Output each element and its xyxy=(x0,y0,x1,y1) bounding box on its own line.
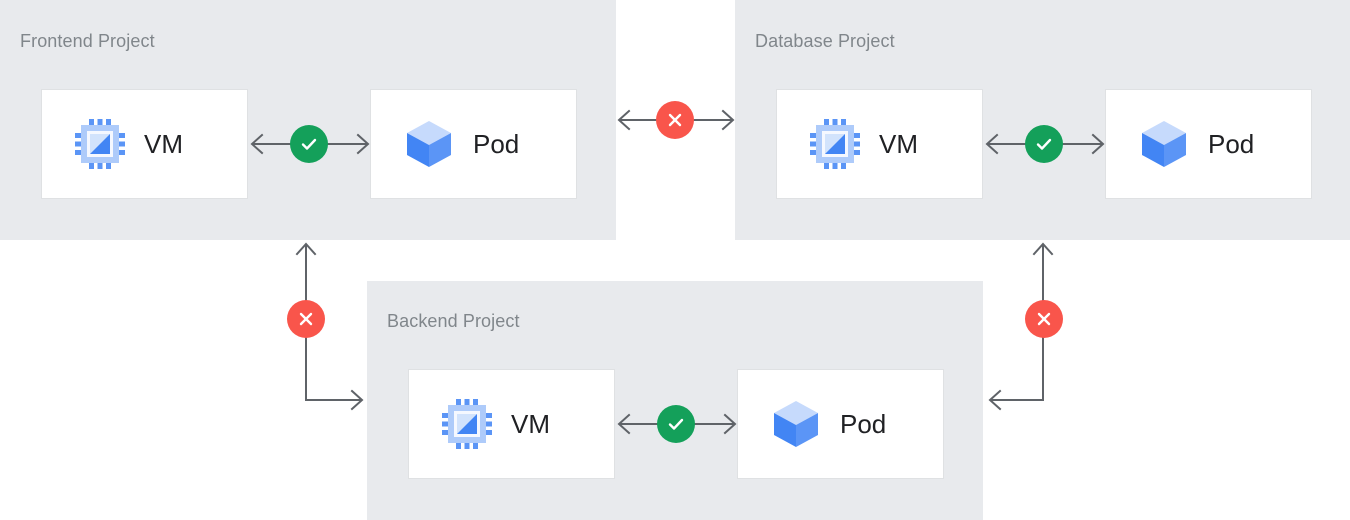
card-label-backend-vm: VM xyxy=(511,409,550,439)
card-backend-pod[interactable]: Pod xyxy=(737,369,944,479)
panel-title-database: Database Project xyxy=(755,31,895,51)
status-badge-database-internal[interactable] xyxy=(1025,125,1063,163)
vm-chip-icon xyxy=(809,118,861,170)
pod-cube-icon xyxy=(1138,118,1190,170)
check-icon xyxy=(665,413,687,435)
vm-chip-icon xyxy=(441,398,493,450)
card-label-database-pod: Pod xyxy=(1208,129,1255,159)
cross-icon xyxy=(1034,309,1054,329)
card-database-vm[interactable]: VM xyxy=(776,89,983,199)
cross-icon xyxy=(296,309,316,329)
connector-frontend-backend xyxy=(295,242,364,411)
status-badge-frontend-database[interactable] xyxy=(656,101,694,139)
cross-icon xyxy=(665,110,685,130)
card-label-backend-pod: Pod xyxy=(840,409,887,439)
card-label-frontend-pod: Pod xyxy=(473,129,520,159)
card-frontend-pod[interactable]: Pod xyxy=(370,89,577,199)
check-icon xyxy=(298,133,320,155)
status-badge-backend-internal[interactable] xyxy=(657,405,695,443)
check-icon xyxy=(1033,133,1055,155)
panel-title-backend: Backend Project xyxy=(387,311,520,331)
card-database-pod[interactable]: Pod xyxy=(1105,89,1312,199)
status-badge-database-backend[interactable] xyxy=(1025,300,1063,338)
pod-cube-icon xyxy=(770,398,822,450)
card-label-database-vm: VM xyxy=(879,129,918,159)
connector-database-backend xyxy=(988,242,1054,411)
panel-title-frontend: Frontend Project xyxy=(20,31,155,51)
card-backend-vm[interactable]: VM xyxy=(408,369,615,479)
card-label-frontend-vm: VM xyxy=(144,129,183,159)
status-badge-frontend-backend[interactable] xyxy=(287,300,325,338)
vm-chip-icon xyxy=(74,118,126,170)
status-badge-frontend-internal[interactable] xyxy=(290,125,328,163)
pod-cube-icon xyxy=(403,118,455,170)
card-frontend-vm[interactable]: VM xyxy=(41,89,248,199)
